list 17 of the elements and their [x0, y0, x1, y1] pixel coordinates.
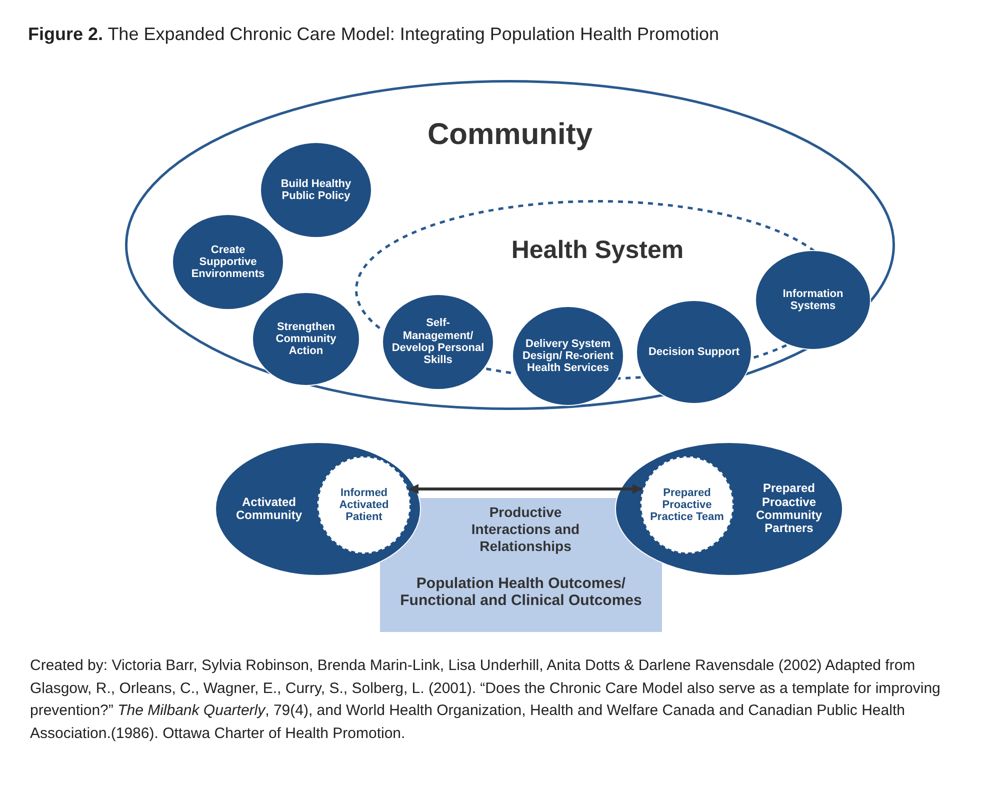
- double-arrow: [408, 484, 643, 494]
- circle-label: Informed Activated Patient: [338, 486, 390, 524]
- figure-title: Figure 2. The Expanded Chronic Care Model: Integrating Population Health Promotion: [28, 24, 720, 45]
- circle-label: Prepared Proactive Practice Team: [649, 486, 725, 524]
- ellipse-label: Activated Community: [235, 496, 303, 522]
- circle-label: Delivery System Design/ Re-orient Health Services: [521, 338, 615, 374]
- circle-label: Self-Management/ Develop Personal Skills: [391, 317, 485, 367]
- circle-label: Information Systems: [782, 288, 844, 312]
- circle-label: Create Supportive Environments: [190, 244, 266, 280]
- ellipse-label: Prepared Proactive Community Partners: [755, 482, 823, 536]
- ellipse-heading: Community: [428, 118, 592, 152]
- circle-label: Strengthen Community Action: [274, 320, 338, 358]
- panel-text: Population Health Outcomes/ Functional and Clinical Outcomes: [399, 576, 643, 610]
- ellipse-heading: Health System: [511, 236, 684, 264]
- citation-text: Created by: Victoria Barr, Sylvia Robinson, Brenda Marin-Link, Lisa Underhill, Anita Dotts & Darlene Ravensdale (2002) Adapted from Glasgow, R., Orleans, C., Wagner, E., Curry, S., Solberg, L. (2001). “Does the Chronic Care Model also serve as a template for improving prevention?” The Milbank Quarterly, 79(4), and World Health Organization, Health and Welfare Canada and Canadian Public Health Association.(1986). Ottawa Charter of Health Promotion.: [30, 656, 942, 744]
- circle-label: Build Healthy Public Policy: [280, 178, 352, 202]
- circle-label: Decision Support: [648, 346, 740, 358]
